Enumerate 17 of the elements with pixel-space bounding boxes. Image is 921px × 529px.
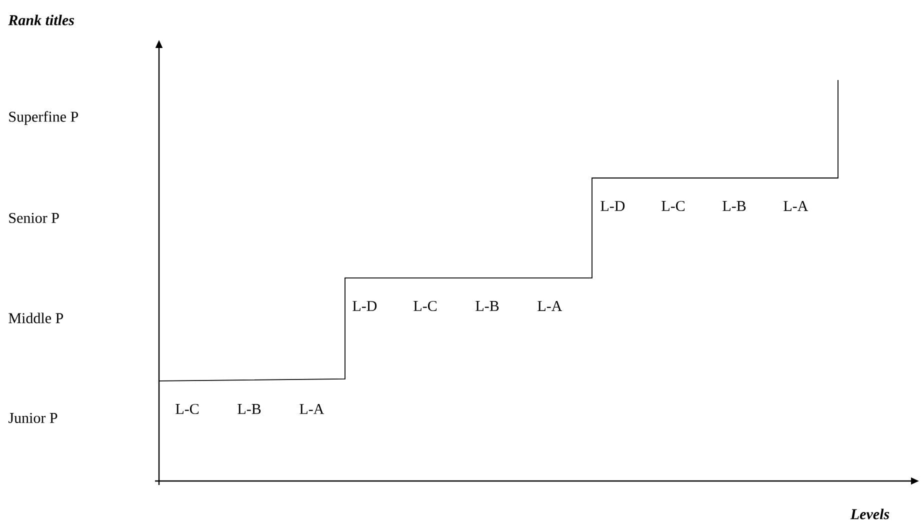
rank-label: Middle P	[8, 312, 64, 324]
level-label: L-B	[722, 201, 746, 211]
axis-title: Rank titles	[8, 14, 74, 26]
level-label: L-C	[176, 404, 199, 414]
rank-label: Superfine P	[9, 111, 78, 125]
rank-label: Senior P	[9, 212, 59, 224]
level-label: L-B	[476, 301, 499, 311]
level-label: L-A	[784, 201, 808, 211]
level-label: L-C	[414, 300, 437, 312]
axis-title: Levels	[850, 508, 890, 520]
level-label: L-B	[238, 404, 261, 414]
level-label: L-A	[300, 404, 324, 414]
level-label: L-D	[600, 201, 625, 211]
rank-label: Junior P	[8, 412, 58, 424]
level-label: L-A	[538, 301, 562, 311]
level-label: L-C	[662, 200, 685, 212]
level-label: L-D	[352, 301, 377, 311]
